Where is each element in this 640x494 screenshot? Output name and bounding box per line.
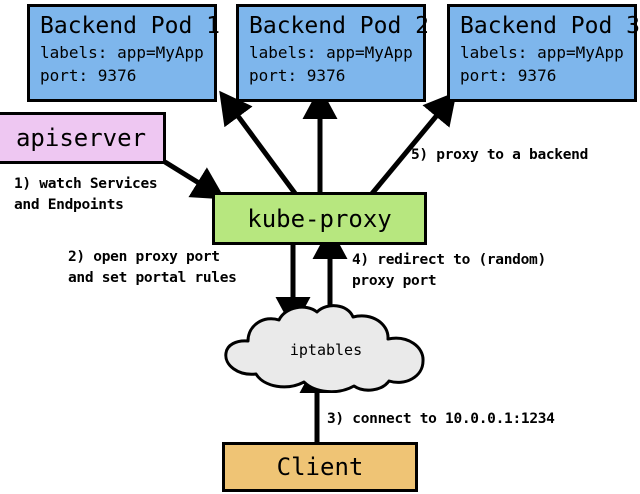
backend-pod-2[interactable]: Backend Pod 2 labels: app=MyApp port: 93… (236, 4, 430, 102)
step-2-line-1: 2) open proxy port (68, 249, 220, 265)
cloud-shape (224, 304, 425, 394)
iptables-cloud: iptables (186, 303, 466, 394)
step-2-annotation: 2) open proxy port and set portal rules (68, 247, 237, 289)
pod-1-labels: labels: app=MyApp (40, 43, 204, 62)
step-4-line-1: 4) redirect to (random) (352, 252, 546, 268)
pod-2-labels: labels: app=MyApp (249, 43, 413, 62)
kube-proxy-node[interactable]: kube-proxy (212, 192, 427, 245)
pod-2-title: Backend Pod 2 (249, 13, 430, 39)
arrow-kubeproxy-to-pod1 (219, 90, 300, 198)
step-1-annotation: 1) watch Services and Endpoints (14, 174, 158, 216)
pod-3-port: port: 9376 (460, 66, 557, 85)
backend-pod-1[interactable]: Backend Pod 1 labels: app=MyApp port: 93… (27, 4, 221, 102)
apiserver-node[interactable]: apiserver (0, 112, 166, 164)
step-4-line-2: proxy port (352, 273, 437, 289)
pod-3-title: Backend Pod 3 (460, 13, 640, 39)
client-label: Client (276, 453, 364, 481)
step-3-annotation: 3) connect to 10.0.0.1:1234 (327, 409, 555, 430)
step-1-line-2: and Endpoints (14, 197, 124, 213)
pod-1-title: Backend Pod 1 (40, 13, 221, 39)
step-1-line-1: 1) watch Services (14, 176, 158, 192)
step-3-line-1: 3) connect to 10.0.0.1:1234 (327, 411, 555, 427)
step-5-line-1: 5) proxy to a backend (411, 147, 589, 163)
step-4-annotation: 4) redirect to (random) proxy port (352, 250, 546, 292)
step-5-annotation: 5) proxy to a backend (411, 145, 588, 166)
pod-3-labels: labels: app=MyApp (460, 43, 624, 62)
kube-proxy-label: kube-proxy (247, 204, 392, 233)
step-2-line-2: and set portal rules (68, 270, 237, 286)
apiserver-label: apiserver (15, 124, 147, 152)
client-node[interactable]: Client (222, 442, 418, 492)
arrow-apiserver-to-kubeproxy (163, 159, 226, 200)
backend-pod-3[interactable]: Backend Pod 3 labels: app=MyApp port: 93… (447, 4, 640, 102)
pod-2-port: port: 9376 (249, 66, 346, 85)
pod-1-port: port: 9376 (40, 66, 137, 85)
